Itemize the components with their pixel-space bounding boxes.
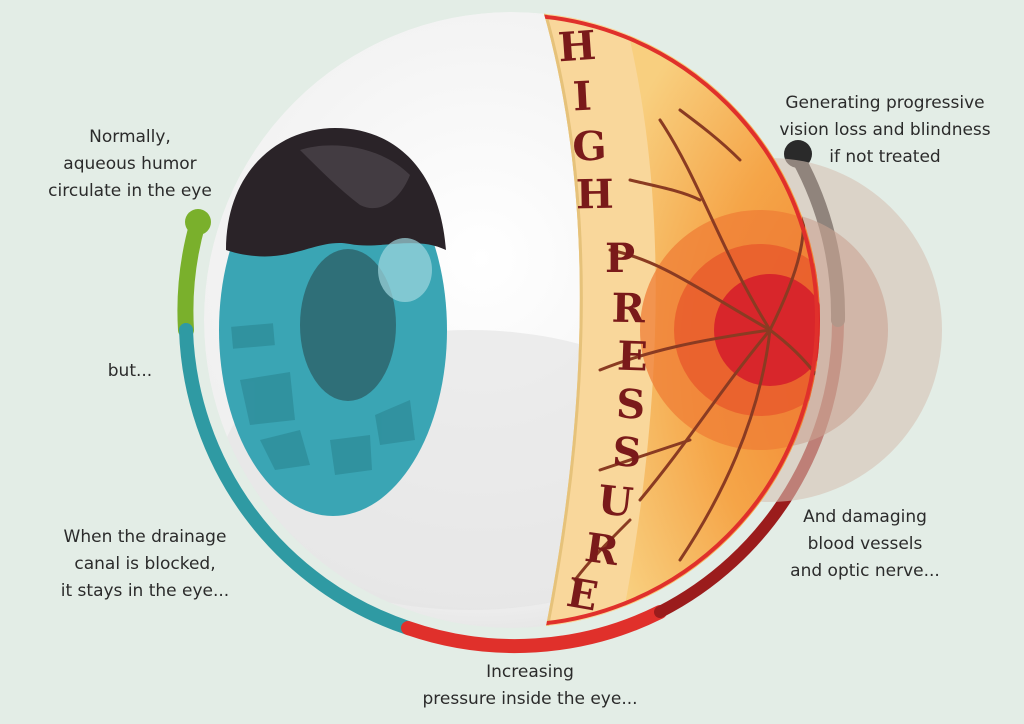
title-letter: I: [572, 73, 593, 121]
label-damaging: And damaging blood vessels and optic ner…: [790, 507, 940, 581]
title-letter: R: [611, 285, 646, 333]
arc-red: [401, 605, 667, 653]
label-pressure: Increasing pressure inside the eye...: [422, 662, 638, 709]
title-letter: E: [616, 332, 648, 380]
pupil: [300, 249, 396, 401]
blood-vessels: [573, 108, 820, 582]
label-vision: Generating progressive vision loss and b…: [779, 93, 991, 167]
label-normally: Normally, aqueous humor circulate in the…: [48, 127, 212, 201]
title-letter: H: [557, 22, 598, 72]
title-letter: R: [582, 524, 622, 575]
title-letter: S: [615, 380, 646, 428]
arc-start-dot: [185, 209, 211, 235]
label-blocked: When the drainage canal is blocked, it s…: [60, 527, 230, 601]
title-letter: P: [605, 235, 635, 282]
iris-group: [219, 128, 447, 516]
eyelid: [226, 128, 446, 257]
label-but: but...: [107, 361, 153, 381]
arc-green: [177, 214, 206, 338]
title-letter: S: [611, 428, 643, 477]
title-letter: U: [596, 476, 636, 526]
title-letter: G: [572, 122, 608, 170]
title-letter: H: [575, 171, 614, 219]
iris-highlight: [378, 238, 432, 302]
arc-teal: [179, 323, 415, 635]
